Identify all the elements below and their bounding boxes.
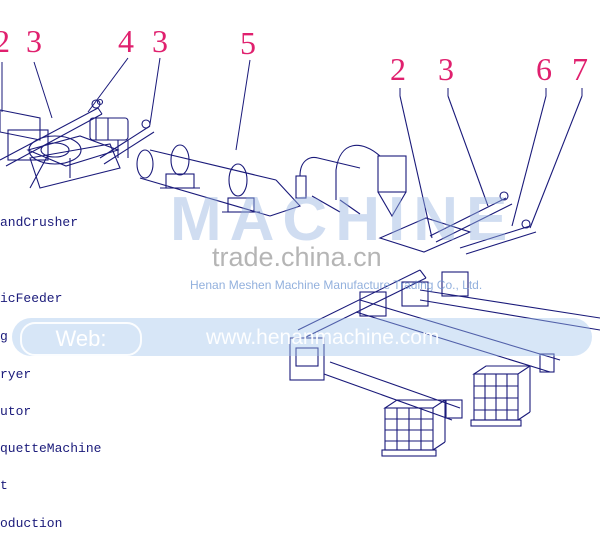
watermark-web-label: Web: xyxy=(20,322,142,356)
legend-item-2: icFeeder xyxy=(0,291,63,306)
watermark-url: www.henanmachine.com xyxy=(206,326,440,349)
cyclone xyxy=(295,144,407,218)
mixer-conveyors xyxy=(378,95,583,255)
watermark-bar xyxy=(12,318,592,356)
callout-4: 4 xyxy=(118,23,134,59)
callout-3-mid: 3 xyxy=(152,23,168,59)
conveyor-2 xyxy=(99,119,155,165)
crusher-unit xyxy=(0,109,121,189)
callout-3-right: 3 xyxy=(438,51,454,87)
legend-item-5: utor xyxy=(0,404,32,419)
callout-leaders xyxy=(1,57,583,151)
watermark-site: trade.china.cn xyxy=(212,242,382,272)
rotary-dryer xyxy=(136,144,301,217)
callout-7: 7 xyxy=(572,51,588,87)
callout-2-right: 2 xyxy=(390,51,406,87)
legend-item-6: quetteMachine xyxy=(0,441,102,456)
legend-item-3: g xyxy=(0,329,8,344)
conveyor-1 xyxy=(0,98,104,167)
callout-2-left: 2 xyxy=(0,23,10,59)
callout-5: 5 xyxy=(240,25,256,61)
equipment-drawing xyxy=(0,95,600,457)
legend-item-8: oduction xyxy=(0,516,63,531)
callout-numbers: 2 3 4 3 5 2 3 6 7 xyxy=(0,23,588,87)
callout-6: 6 xyxy=(536,51,552,87)
legend-item-1: andCrusher xyxy=(0,215,79,230)
legend-item-7: t xyxy=(0,478,8,493)
watermark-company: Henan Meshen Machine Manufacture Trading… xyxy=(190,278,483,292)
product-pallets xyxy=(381,365,532,457)
callout-3-left: 3 xyxy=(26,23,42,59)
legend-item-4: ryer xyxy=(0,367,32,382)
watermark-brand: MACHINE xyxy=(170,185,516,254)
